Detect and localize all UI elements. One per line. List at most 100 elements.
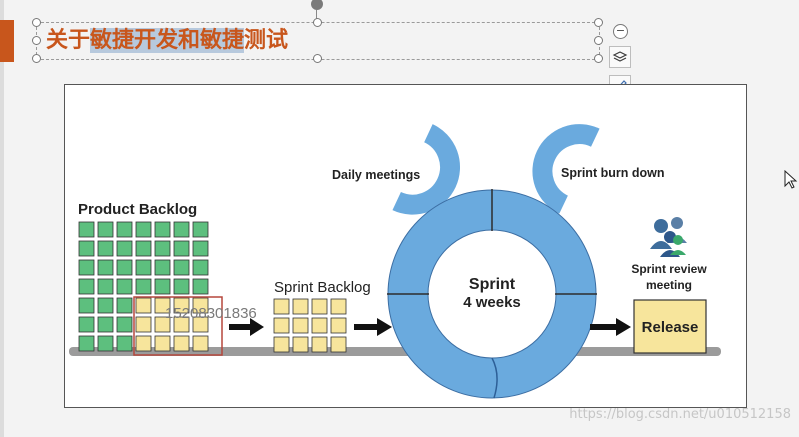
backlog-cell bbox=[173, 259, 190, 276]
backlog-cell bbox=[135, 278, 152, 295]
sprint-backlog-cell bbox=[330, 298, 347, 315]
sprint-backlog-cell bbox=[273, 298, 290, 315]
slide-left-edge bbox=[0, 0, 4, 437]
backlog-cell bbox=[154, 297, 171, 314]
resize-handle-tr[interactable] bbox=[594, 18, 603, 27]
backlog-cell bbox=[97, 221, 114, 238]
sprint-duration-label: 4 weeks bbox=[463, 294, 521, 311]
release-box bbox=[633, 299, 707, 354]
backlog-cell bbox=[154, 259, 171, 276]
backlog-cell bbox=[97, 335, 114, 352]
agile-diagram[interactable]: Product Backlog 15208301836 Sprint Backl… bbox=[64, 84, 747, 408]
sprint-backlog-cell bbox=[311, 298, 328, 315]
sprint-review-label: Sprint review bbox=[631, 262, 707, 276]
sprint-label: Sprint bbox=[469, 276, 516, 293]
backlog-cell bbox=[97, 259, 114, 276]
title-part-2-selected: 敏捷开发和敏捷 bbox=[90, 28, 245, 53]
mouse-pointer-icon bbox=[784, 170, 798, 189]
resize-handle-br[interactable] bbox=[594, 54, 603, 63]
backlog-cell bbox=[135, 335, 152, 352]
arrow-icon bbox=[590, 318, 631, 336]
sprint-backlog-cell bbox=[292, 317, 309, 334]
sprint-backlog-cell bbox=[311, 317, 328, 334]
backlog-cell bbox=[173, 335, 190, 352]
backlog-cell bbox=[78, 278, 95, 295]
title-part-3: 测试 bbox=[244, 28, 289, 53]
daily-meeting-ring bbox=[392, 124, 460, 215]
backlog-cell bbox=[192, 297, 209, 314]
title-accent-bar bbox=[0, 20, 14, 62]
backlog-cell bbox=[78, 335, 95, 352]
backlog-cell bbox=[192, 259, 209, 276]
backlog-cell bbox=[154, 335, 171, 352]
backlog-cell bbox=[97, 297, 114, 314]
backlog-cell bbox=[78, 221, 95, 238]
backlog-cell bbox=[154, 221, 171, 238]
backlog-cell bbox=[78, 240, 95, 257]
team-people-icon bbox=[650, 217, 687, 257]
backlog-cell bbox=[192, 316, 209, 333]
backlog-cell bbox=[173, 297, 190, 314]
backlog-cell bbox=[78, 259, 95, 276]
backlog-cell bbox=[97, 278, 114, 295]
resize-handle-bm[interactable] bbox=[313, 54, 322, 63]
resize-handle-bl[interactable] bbox=[32, 54, 41, 63]
backlog-cell bbox=[173, 278, 190, 295]
backlog-cell bbox=[192, 221, 209, 238]
product-backlog-label: Product Backlog bbox=[78, 201, 197, 218]
backlog-cell bbox=[116, 221, 133, 238]
backlog-cell bbox=[78, 297, 95, 314]
backlog-cell bbox=[97, 316, 114, 333]
release-label: Release bbox=[642, 319, 699, 336]
rotate-handle-stem bbox=[316, 10, 317, 21]
burn-down-ring bbox=[532, 124, 600, 214]
daily-meetings-label: Daily meetings bbox=[332, 168, 420, 182]
resize-handle-mr[interactable] bbox=[594, 36, 603, 45]
backlog-cell bbox=[173, 240, 190, 257]
backlog-cell bbox=[135, 316, 152, 333]
backlog-cell bbox=[97, 240, 114, 257]
sprint-burn-down-label: Sprint burn down bbox=[561, 166, 664, 180]
backlog-cell bbox=[154, 316, 171, 333]
ring-divider bbox=[491, 357, 498, 399]
sprint-backlog-cell bbox=[273, 336, 290, 353]
rotate-handle[interactable] bbox=[311, 0, 323, 10]
resize-handle-tl[interactable] bbox=[32, 18, 41, 27]
sprint-backlog-cell bbox=[292, 336, 309, 353]
collapse-icon[interactable]: − bbox=[613, 24, 628, 39]
backlog-cell bbox=[116, 278, 133, 295]
backlog-cell bbox=[116, 297, 133, 314]
sprint-review-meeting-label: meeting bbox=[646, 278, 692, 292]
arrow-icon bbox=[229, 318, 264, 336]
backlog-cell bbox=[116, 259, 133, 276]
arrow-icon bbox=[354, 318, 392, 336]
sprint-backlog-cell bbox=[330, 336, 347, 353]
backlog-cell bbox=[135, 221, 152, 238]
resize-handle-tm[interactable] bbox=[313, 18, 322, 27]
backlog-cell bbox=[192, 335, 209, 352]
backlog-cell bbox=[135, 259, 152, 276]
layers-icon bbox=[612, 51, 628, 62]
backlog-cell bbox=[154, 240, 171, 257]
backlog-cell bbox=[192, 278, 209, 295]
title-part-1: 关于 bbox=[46, 28, 91, 53]
resize-handle-ml[interactable] bbox=[32, 36, 41, 45]
backlog-cell bbox=[135, 240, 152, 257]
sprint-backlog-cell bbox=[273, 317, 290, 334]
sprint-backlog-cell bbox=[292, 298, 309, 315]
diagram-canvas: Product Backlog 15208301836 Sprint Backl… bbox=[69, 124, 721, 399]
watermark-text: https://blog.csdn.net/u010512158 bbox=[569, 407, 791, 422]
slide-title[interactable]: 关于敏捷开发和敏捷测试 bbox=[46, 27, 288, 55]
backlog-cell bbox=[192, 240, 209, 257]
sprint-backlog-label: Sprint Backlog bbox=[274, 279, 371, 296]
backlog-cell bbox=[173, 316, 190, 333]
backlog-cell bbox=[154, 278, 171, 295]
selection-rectangle bbox=[133, 296, 223, 356]
backlog-cell bbox=[173, 221, 190, 238]
layers-button[interactable] bbox=[609, 46, 631, 68]
sprint-backlog-cell bbox=[311, 336, 328, 353]
overlay-number: 15208301836 bbox=[165, 305, 257, 322]
sprint-backlog-cell bbox=[330, 317, 347, 334]
backlog-cell bbox=[116, 335, 133, 352]
backlog-cell bbox=[116, 316, 133, 333]
